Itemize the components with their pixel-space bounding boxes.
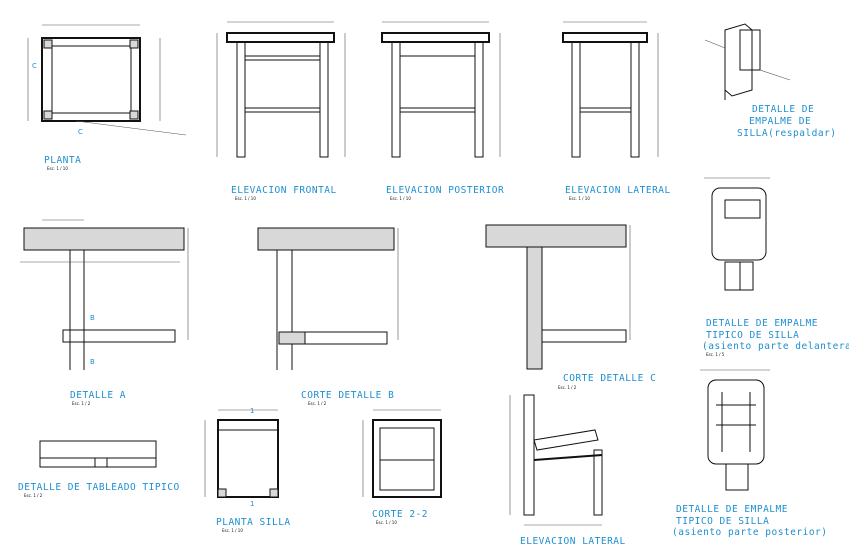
planta-silla-view: [204, 409, 279, 498]
title-corte-2-2: CORTE 2-2: [372, 509, 428, 520]
detalle-a-view: [20, 219, 189, 370]
empalme-respaldar-view: [704, 23, 791, 100]
corte-detalle-c-view: [485, 224, 631, 370]
elev-frontal-view: [216, 21, 346, 158]
empalme-posterior-view: [700, 369, 770, 491]
scale-empalme-del: Esc. 1 / 5: [706, 352, 725, 357]
title-empalme-post-3: (asiento parte posterior): [672, 527, 828, 538]
corte-detalle-b-view: [257, 227, 399, 370]
title-tableado: DETALLE DE TABLEADO TIPICO: [18, 482, 180, 493]
title-empalme-del-2: TIPICO DE SILLA: [706, 330, 799, 341]
scale-elev-posterior: Esc. 1 / 10: [390, 196, 411, 201]
title-corte-detalle-b: CORTE DETALLE B: [301, 390, 394, 401]
scale-tableado: Esc. 1 / 2: [24, 493, 43, 498]
mark-c2: C: [78, 128, 83, 136]
title-detalle-a: DETALLE A: [70, 390, 126, 401]
mark-b2: B: [90, 358, 95, 366]
scale-elev-frontal: Esc. 1 / 10: [235, 196, 256, 201]
scale-planta: Esc. 1 / 10: [47, 166, 68, 171]
title-elev-lateral: ELEVACION LATERAL: [565, 185, 671, 196]
title-empalme-resp-3: SILLA(respaldar): [737, 128, 837, 139]
title-elev-lateral-2: ELEVACION LATERAL: [520, 536, 626, 547]
mark-c: C: [32, 62, 37, 70]
mark-1b: 1: [250, 500, 254, 508]
tableado-view: [39, 440, 157, 468]
title-corte-detalle-c: CORTE DETALLE C: [563, 373, 656, 384]
title-empalme-resp-1: DETALLE DE: [752, 104, 814, 115]
title-empalme-del-1: DETALLE DE EMPALME: [706, 318, 818, 329]
scale-corte-b: Esc. 1 / 2: [308, 401, 327, 406]
mark-1a: 1: [250, 407, 254, 415]
scale-corte-2-2: Esc. 1 / 10: [376, 520, 397, 525]
title-empalme-del-3: (asiento parte delantera): [702, 341, 849, 352]
title-planta-silla: PLANTA SILLA: [216, 517, 291, 528]
mark-b1: B: [90, 314, 95, 322]
title-empalme-post-2: TIPICO DE SILLA: [676, 516, 769, 527]
scale-corte-c: Esc. 1 / 2: [558, 385, 577, 390]
scale-planta-silla: Esc. 1 / 10: [222, 528, 243, 533]
title-empalme-resp-2: EMPALME DE: [749, 116, 811, 127]
title-elev-posterior: ELEVACION POSTERIOR: [386, 185, 504, 196]
planta-view: C C: [27, 24, 187, 136]
elev-lateral-view: [562, 21, 659, 158]
title-planta: PLANTA: [44, 155, 81, 166]
elev-posterior-view: [381, 21, 501, 158]
corte-2-2-view: [362, 409, 442, 498]
title-empalme-post-1: DETALLE DE EMPALME: [676, 504, 788, 515]
title-elev-frontal: ELEVACION FRONTAL: [231, 185, 337, 196]
scale-detalle-a: Esc. 1 / 2: [72, 401, 91, 406]
scale-elev-lateral: Esc. 1 / 10: [569, 196, 590, 201]
empalme-delantera-view: [704, 177, 770, 291]
elev-lateral-silla-view: [509, 394, 603, 526]
